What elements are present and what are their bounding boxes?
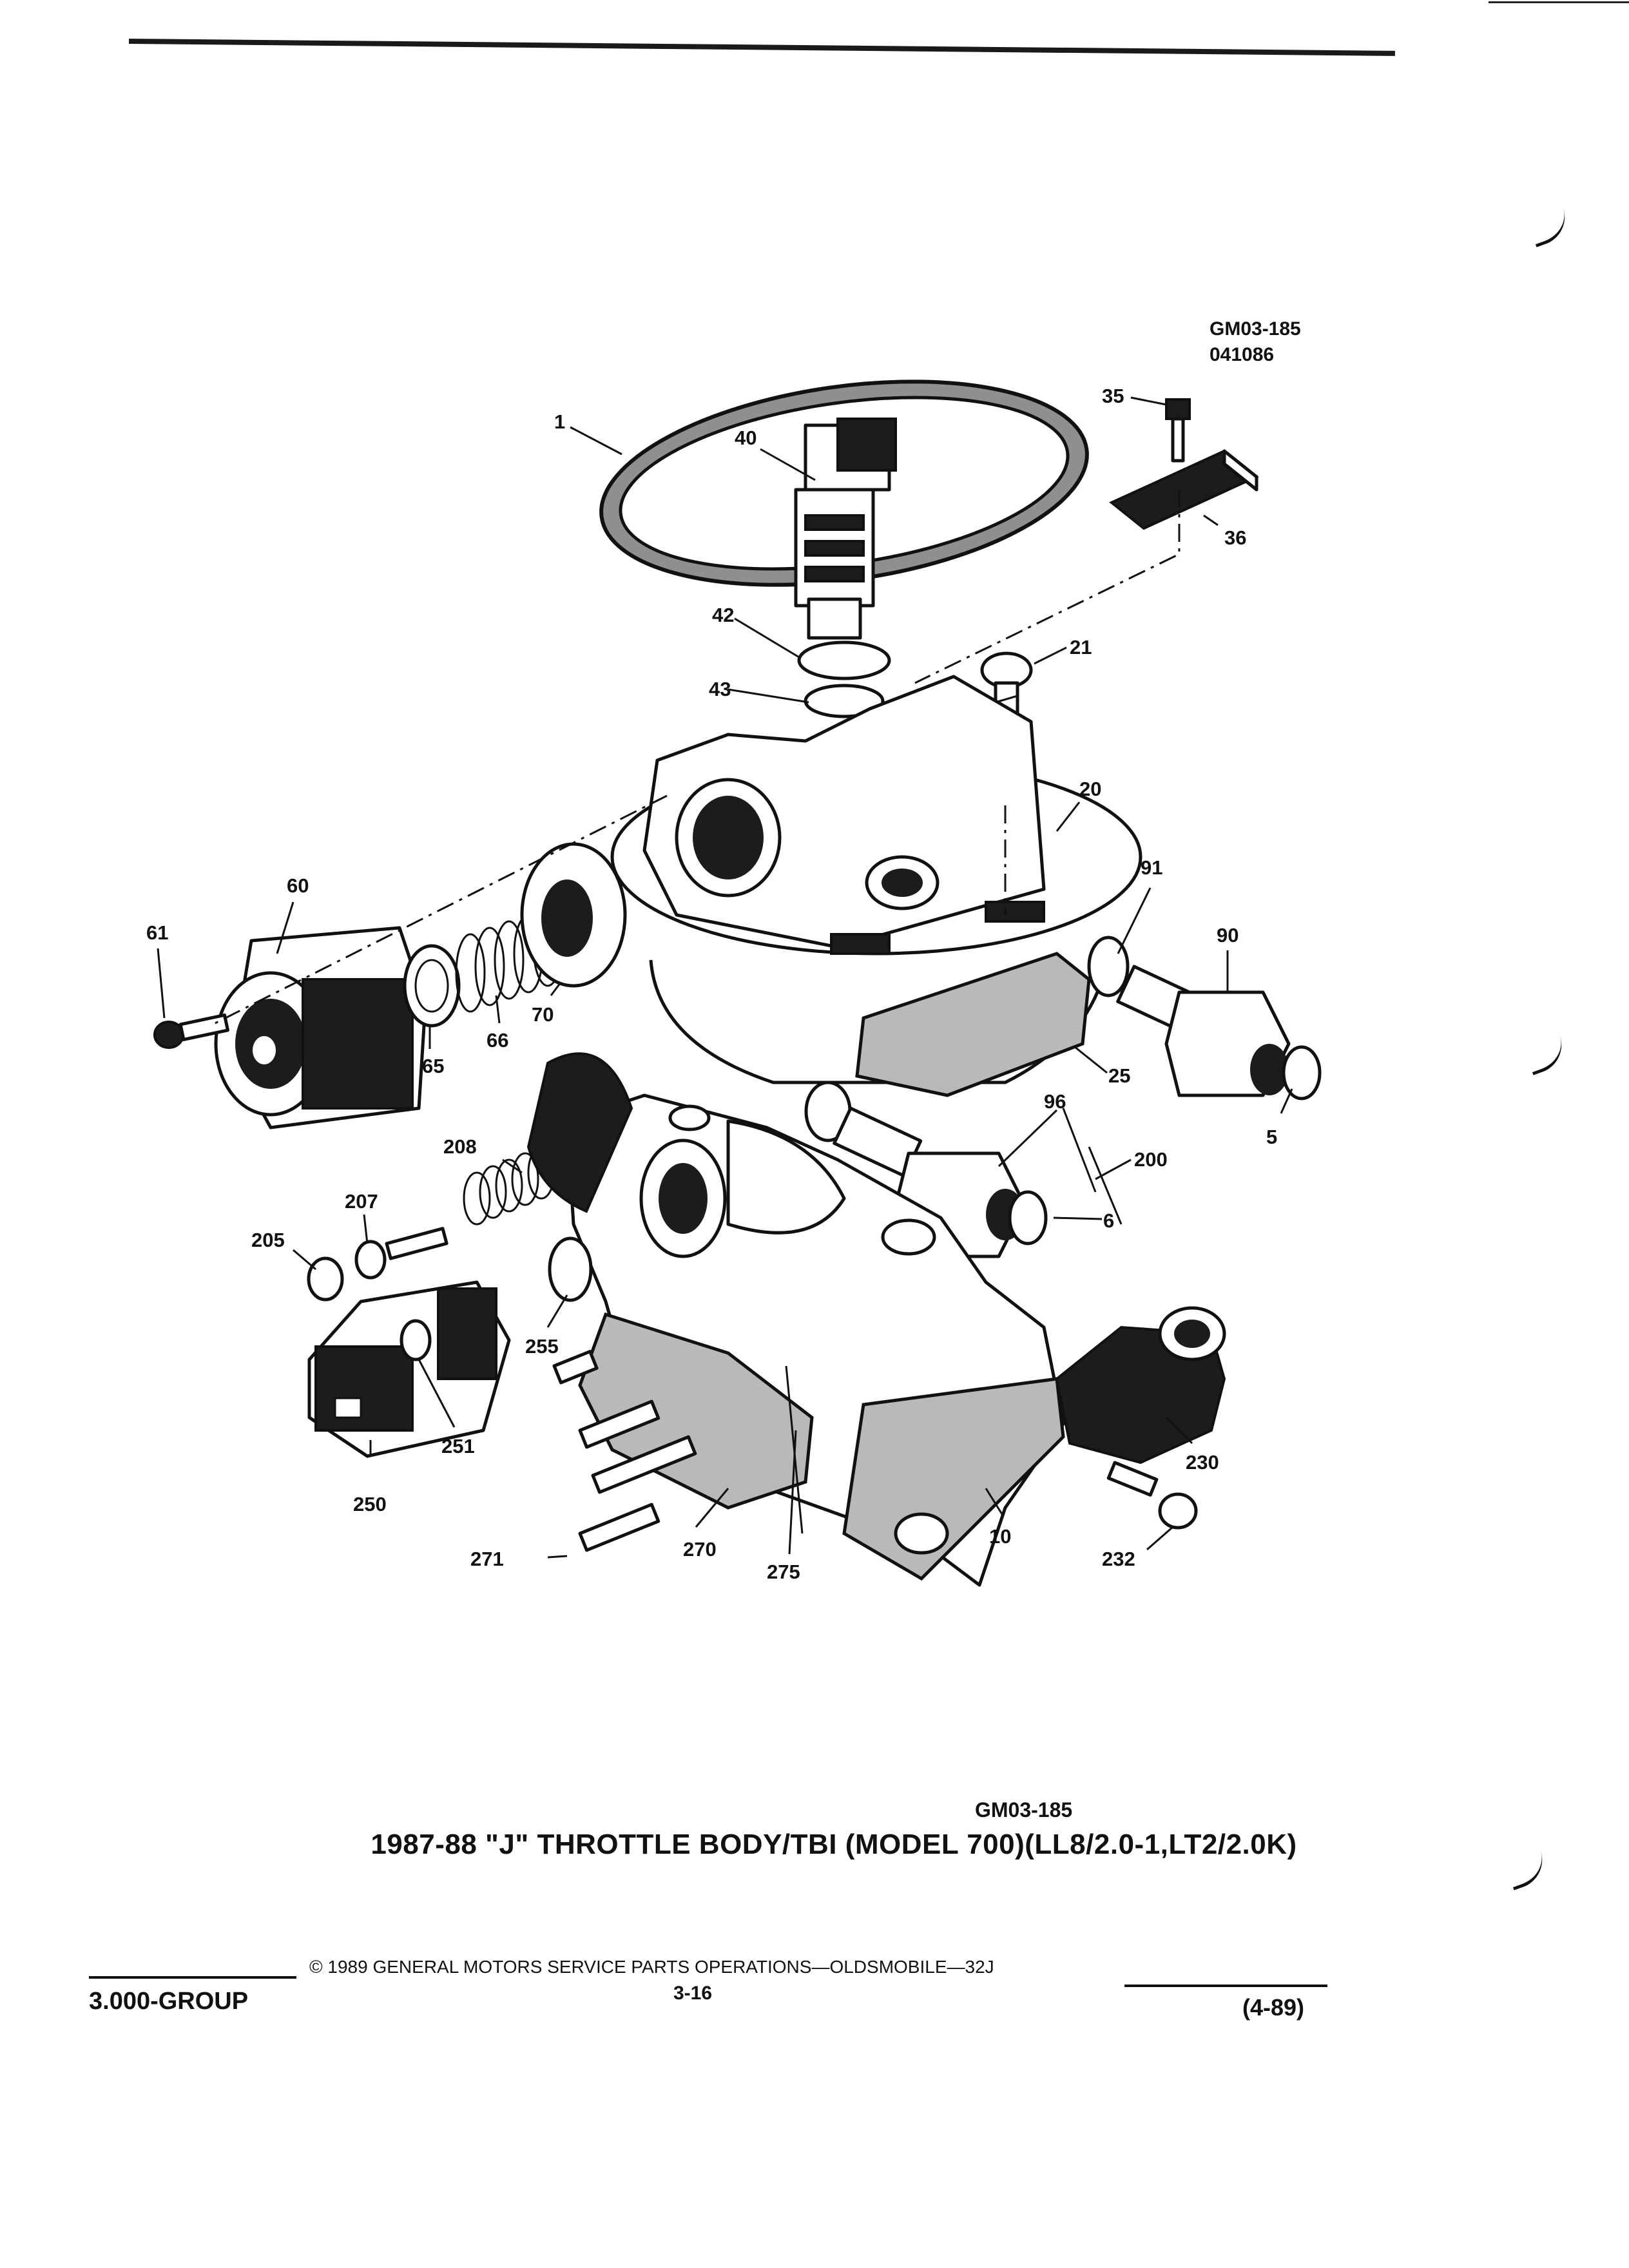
figure-date-code: 041086 xyxy=(1210,344,1275,365)
callout-70: 70 xyxy=(532,1003,554,1026)
callout-1: 1 xyxy=(554,410,565,433)
part-60-idle-air-control-valve xyxy=(214,926,427,1129)
part-10-throttle-body xyxy=(565,1093,1065,1587)
callout-230: 230 xyxy=(1186,1451,1219,1474)
callout-208: 208 xyxy=(443,1135,477,1158)
figure-id-bottom: GM03-185 xyxy=(975,1798,1073,1821)
part-61-screw xyxy=(153,1013,229,1049)
callout-25: 25 xyxy=(1108,1064,1130,1087)
part-271-screws xyxy=(552,1350,697,1552)
callout-40: 40 xyxy=(735,427,757,449)
callout-232: 232 xyxy=(1102,1548,1135,1570)
callout-36: 36 xyxy=(1224,526,1246,549)
part-36-retainer-bracket xyxy=(1109,449,1259,530)
callout-91: 91 xyxy=(1141,856,1162,879)
part-70-seal xyxy=(520,842,627,988)
footer-copyright: © 1989 GENERAL MOTORS SERVICE PARTS OPER… xyxy=(309,1957,994,1977)
part-230-throttle-position-sensor xyxy=(1055,1306,1226,1465)
callout-270: 270 xyxy=(683,1538,717,1561)
part-65-gasket xyxy=(403,944,461,1028)
callout-207: 207 xyxy=(345,1190,378,1213)
callout-96: 96 xyxy=(1044,1090,1066,1113)
callout-61: 61 xyxy=(146,921,168,944)
footer-rule-left xyxy=(89,1976,296,1979)
part-35-screw xyxy=(1165,398,1191,463)
footer-group-label: 3.000-GROUP xyxy=(89,1988,249,2015)
callout-251: 251 xyxy=(441,1435,475,1457)
callout-labels: 1 40 35 36 42 43 21 20 91 90 25 5 96 200… xyxy=(146,385,1277,1583)
part-200-tube xyxy=(1062,1108,1123,1225)
callout-60: 60 xyxy=(287,874,309,897)
footer-revision-date: (4-89) xyxy=(1242,1994,1305,2021)
callout-200: 200 xyxy=(1134,1148,1168,1171)
callout-21: 21 xyxy=(1070,636,1092,658)
callout-43: 43 xyxy=(709,678,731,700)
corner-line xyxy=(1489,1,1629,3)
callout-35: 35 xyxy=(1102,385,1124,407)
footer-page-number: 3-16 xyxy=(673,1983,713,2004)
part-90-fuel-inlet-nut xyxy=(1116,965,1291,1097)
part-251-gasket xyxy=(400,1319,432,1361)
assembly-axis-iac xyxy=(212,794,668,1026)
part-207-screw xyxy=(354,1227,448,1280)
callout-255: 255 xyxy=(525,1335,559,1358)
throttle-return-spring-cover xyxy=(526,1052,633,1213)
part-25-gasket xyxy=(855,952,1091,1097)
callout-10: 10 xyxy=(989,1525,1011,1548)
part-6-o-ring xyxy=(1008,1190,1048,1245)
callout-5: 5 xyxy=(1266,1126,1277,1148)
footer-rule-right xyxy=(1124,1984,1327,1987)
part-255-o-ring xyxy=(548,1236,593,1302)
part-250-idle-speed-actuator xyxy=(307,1280,511,1458)
part-42-o-ring xyxy=(797,640,891,680)
part-232-screw xyxy=(1106,1461,1198,1530)
callout-90: 90 xyxy=(1217,924,1239,947)
figure-id-top: GM03-185 xyxy=(1210,318,1301,340)
callout-6: 6 xyxy=(1103,1209,1114,1232)
callout-275: 275 xyxy=(767,1561,800,1583)
part-40-injector xyxy=(794,418,897,640)
callout-250: 250 xyxy=(353,1493,387,1515)
callout-205: 205 xyxy=(251,1229,285,1251)
part-5-o-ring xyxy=(1282,1045,1322,1100)
figure-caption: 1987-88 "J" THROTTLE BODY/TBI (MODEL 700… xyxy=(371,1829,1297,1860)
callout-20: 20 xyxy=(1079,778,1101,800)
callout-42: 42 xyxy=(712,604,734,626)
part-205-retaining-clip xyxy=(307,1256,344,1302)
callout-66: 66 xyxy=(487,1029,508,1052)
callout-65: 65 xyxy=(422,1055,444,1077)
callout-leader-lines xyxy=(157,396,1293,1559)
callout-271: 271 xyxy=(470,1548,504,1570)
